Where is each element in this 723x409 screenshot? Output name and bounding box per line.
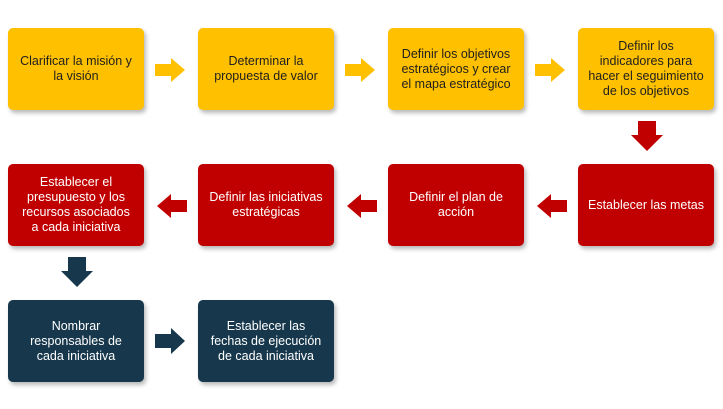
step-label: Definir los indicadores para hacer el se… bbox=[588, 39, 704, 98]
step-label: Definir los objetivos estratégicos y cre… bbox=[401, 46, 511, 91]
step-strategic-objectives: Definir los objetivos estratégicos y cre… bbox=[388, 28, 524, 110]
arrow-left-icon bbox=[157, 194, 187, 218]
step-execution-dates: Establecer las fechas de ejecución de ca… bbox=[198, 300, 334, 382]
arrow-left-icon bbox=[537, 194, 567, 218]
arrow-left-icon bbox=[347, 194, 377, 218]
step-label: Definir las iniciativas estratégicas bbox=[209, 190, 323, 219]
step-assign-owners: Nombrar responsables de cada iniciativa bbox=[8, 300, 144, 382]
step-label: Nombrar responsables de cada iniciativa bbox=[30, 318, 122, 363]
step-label: Determinar la propuesta de valor bbox=[214, 54, 318, 83]
step-strategic-initiatives: Definir las iniciativas estratégicas bbox=[198, 164, 334, 246]
step-set-goals: Establecer las metas bbox=[578, 164, 714, 246]
step-label: Establecer el presupuesto y los recursos… bbox=[22, 175, 130, 234]
step-value-proposition: Determinar la propuesta de valor bbox=[198, 28, 334, 110]
step-label: Establecer las fechas de ejecución de ca… bbox=[210, 318, 322, 363]
arrow-down-icon bbox=[631, 121, 663, 151]
arrow-right-icon bbox=[155, 58, 185, 82]
step-label: Definir el plan de acción bbox=[409, 190, 503, 219]
step-indicators: Definir los indicadores para hacer el se… bbox=[578, 28, 714, 110]
step-action-plan: Definir el plan de acción bbox=[388, 164, 524, 246]
step-budget-resources: Establecer el presupuesto y los recursos… bbox=[8, 164, 144, 246]
arrow-right-icon bbox=[155, 328, 185, 354]
arrow-right-icon bbox=[535, 58, 565, 82]
step-label: Clarificar la misión y la visión bbox=[20, 54, 132, 83]
arrow-right-icon bbox=[345, 58, 375, 82]
arrow-down-icon bbox=[61, 257, 93, 287]
step-clarify-mission: Clarificar la misión y la visión bbox=[8, 28, 144, 110]
step-label: Establecer las metas bbox=[587, 197, 705, 212]
